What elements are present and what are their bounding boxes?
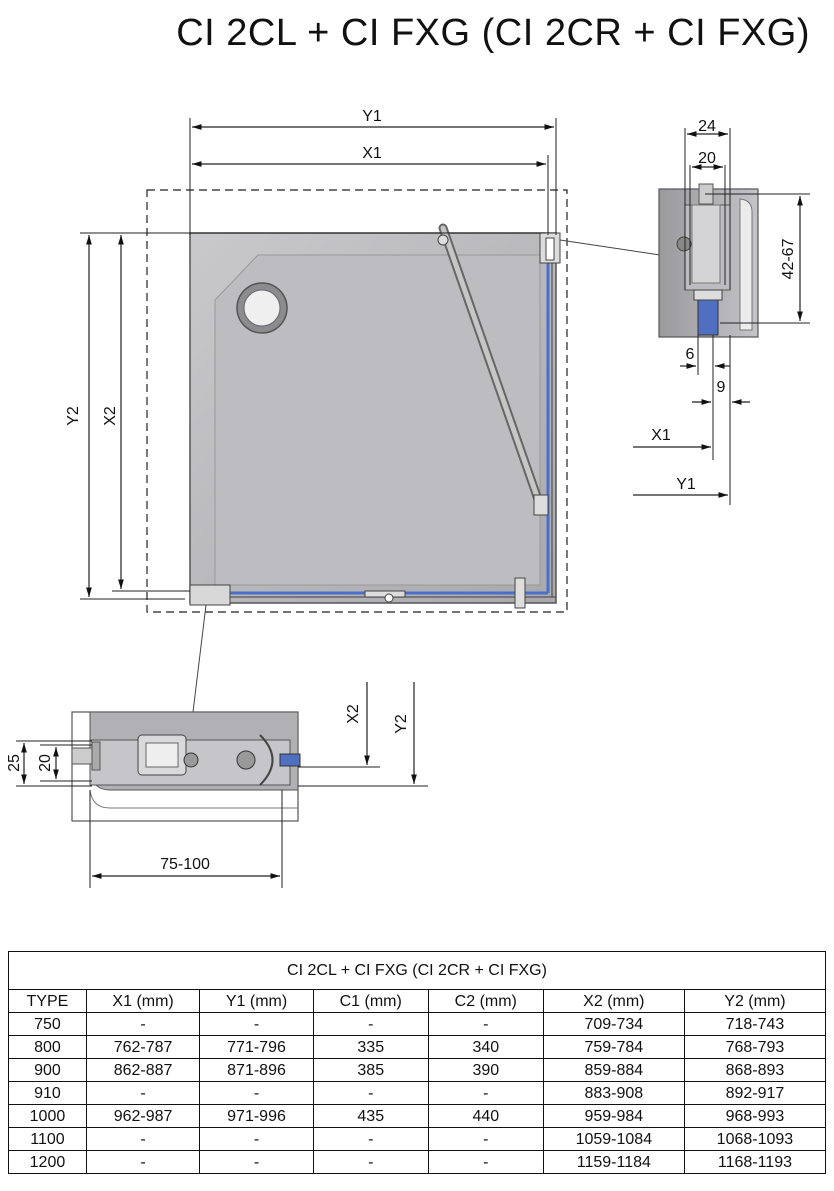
technical-drawing: Y1 X1 Y2 X2 24 20 — [6, 108, 810, 888]
detail-top-right: 24 20 42-67 6 9 X1 Y1 — [633, 118, 810, 505]
dim-label-x2: X2 — [102, 406, 119, 426]
table-cell: 1200 — [8, 1150, 87, 1174]
table-cell: 859-884 — [542, 1058, 685, 1082]
table-cell: - — [199, 1150, 314, 1174]
table-cell: - — [85, 1012, 201, 1036]
table-cell: 910 — [8, 1081, 87, 1105]
dim-label-75-100: 75-100 — [160, 856, 210, 873]
table-cell: 768-793 — [683, 1035, 827, 1059]
table-cell: 762-787 — [85, 1035, 201, 1059]
table-cell: - — [199, 1012, 314, 1036]
table-cell: 335 — [312, 1035, 429, 1059]
table-header-cell: Y2 (mm) — [683, 989, 827, 1013]
detail-bottom: 25 20 75-100 X2 Y2 — [6, 682, 428, 888]
table-cell: 385 — [312, 1058, 429, 1082]
table-cell: - — [312, 1081, 429, 1105]
table-cell: 868-893 — [683, 1058, 827, 1082]
table-header-cell: TYPE — [8, 989, 87, 1013]
table-cell: - — [85, 1127, 201, 1151]
dim-label-6: 6 — [686, 346, 695, 363]
table-cell: 1100 — [8, 1127, 87, 1151]
table-cell: - — [312, 1127, 429, 1151]
table-cell: 759-784 — [542, 1035, 685, 1059]
table-cell: 968-993 — [683, 1104, 827, 1128]
dim-label-y1-detail: Y1 — [676, 476, 696, 493]
table-cell: - — [427, 1127, 544, 1151]
table-header-cell: C1 (mm) — [312, 989, 429, 1013]
table-cell: 771-796 — [199, 1035, 314, 1059]
dim-label-9: 9 — [717, 379, 726, 396]
table-cell: 971-996 — [199, 1104, 314, 1128]
table-cell: 1068-1093 — [683, 1127, 827, 1151]
dim-label-x2-detail: X2 — [345, 704, 362, 724]
page-title: CI 2CL + CI FXG (CI 2CR + CI FXG) — [176, 12, 810, 54]
table-cell: 962-987 — [85, 1104, 201, 1128]
table-cell: - — [312, 1012, 429, 1036]
table-cell: 1000 — [8, 1104, 87, 1128]
table-cell: - — [427, 1081, 544, 1105]
dim-label-20-bottom: 20 — [37, 754, 54, 772]
dim-label-x1: X1 — [362, 145, 382, 162]
table-header-cell: X2 (mm) — [542, 989, 685, 1013]
table-cell: 1059-1084 — [542, 1127, 685, 1151]
table-header-cell: Y1 (mm) — [199, 989, 314, 1013]
dim-label-42-67: 42-67 — [780, 238, 797, 279]
glass-profile-bottom — [279, 753, 301, 767]
dim-label-24: 24 — [698, 118, 716, 135]
table-header-cell: X1 (mm) — [85, 989, 201, 1013]
table-cell: 1159-1184 — [542, 1150, 685, 1174]
main-plan-view: Y1 X1 Y2 X2 — [65, 108, 661, 713]
dim-label-x1-detail: X1 — [651, 427, 671, 444]
table-cell: - — [312, 1150, 429, 1174]
table-cell: 862-887 — [85, 1058, 201, 1082]
table-header-cell: C2 (mm) — [427, 989, 544, 1013]
table-cell: 871-896 — [199, 1058, 314, 1082]
table-cell: 340 — [427, 1035, 544, 1059]
table-cell: - — [427, 1150, 544, 1174]
tray-basin — [214, 254, 541, 586]
table-cell: 709-734 — [542, 1012, 685, 1036]
table-cell: - — [85, 1150, 201, 1174]
wall-bracket-bottom — [189, 584, 231, 606]
table-cell: 435 — [312, 1104, 429, 1128]
table-cell: 959-984 — [542, 1104, 685, 1128]
dim-label-y2-detail: Y2 — [393, 714, 410, 734]
table-cell: 800 — [8, 1035, 87, 1059]
table-cell: - — [427, 1012, 544, 1036]
dim-label-20-top: 20 — [698, 150, 716, 167]
table-cell: - — [199, 1081, 314, 1105]
dim-label-25: 25 — [6, 754, 23, 772]
table-cell: 900 — [8, 1058, 87, 1082]
table-cell: 883-908 — [542, 1081, 685, 1105]
table-cell: 390 — [427, 1058, 544, 1082]
dim-label-y1: Y1 — [362, 108, 382, 125]
enclosure-outline — [146, 189, 568, 613]
dim-label-y2: Y2 — [65, 406, 82, 426]
table-cell: 892-917 — [683, 1081, 827, 1105]
table-cell: 440 — [427, 1104, 544, 1128]
table-cell: - — [199, 1127, 314, 1151]
table-cell: 1168-1193 — [683, 1150, 827, 1174]
table-cell: 718-743 — [683, 1012, 827, 1036]
table-caption: CI 2CL + CI FXG (CI 2CR + CI FXG) — [8, 951, 826, 990]
table-cell: 750 — [8, 1012, 87, 1036]
table-cell: - — [85, 1081, 201, 1105]
